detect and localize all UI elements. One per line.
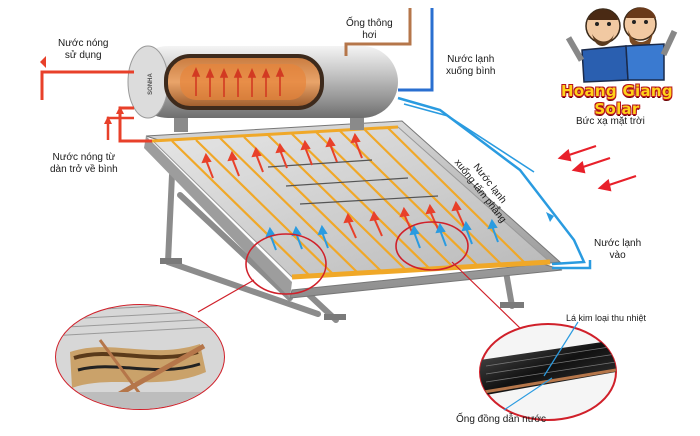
- label-absorber-plate: Lá kim loại thu nhiệt: [566, 313, 647, 323]
- storage-tank: [127, 45, 398, 119]
- brand-logo: Hoang Giang Solar: [561, 82, 673, 118]
- support-stand: [165, 172, 515, 323]
- detail-marker-right: [395, 221, 469, 271]
- leader-right: [451, 261, 521, 329]
- hot-outlet-pipe: [40, 70, 134, 100]
- hot-outlet-arrow-head: [40, 56, 46, 68]
- panel-side: [144, 136, 292, 298]
- detail-marker-left: [245, 233, 327, 295]
- label-cold-in: Nước lạnh vào: [594, 238, 642, 261]
- leader-left: [197, 279, 255, 313]
- label-hot-water-use: Nước nóng sử dụng: [58, 38, 109, 61]
- cold-side-line: [403, 103, 535, 173]
- stand-feet: [160, 258, 524, 320]
- hot-flow-arrows: [201, 132, 465, 239]
- label-vent-pipe: Ống thông hơi: [346, 18, 393, 41]
- label-copper-pipe: Ống đồng dẫn nước: [456, 414, 546, 425]
- riser-tubes: [171, 127, 527, 277]
- mascot-illustration: [565, 7, 678, 83]
- label-hot-return: Nước nóng từ dàn trở về bình: [50, 152, 118, 175]
- cold-in-pipe: [552, 260, 592, 270]
- detail-inset-left: [55, 304, 225, 410]
- label-solar-radiation: Bức xạ mặt trời: [576, 116, 645, 127]
- tank-heat-arrows: [191, 66, 285, 97]
- tank-logo: SONHA: [148, 73, 154, 95]
- hot-return-arrow-up: [104, 116, 112, 124]
- hot-return-arrow-up-2: [116, 106, 124, 114]
- pipe-leader: [503, 377, 553, 411]
- cold-supply-pipe: [398, 8, 434, 92]
- hot-return-pipe: [118, 106, 152, 143]
- solar-radiation-arrows: [557, 144, 637, 192]
- label-cold-to-tank: Nước lạnh xuống bình: [446, 54, 496, 77]
- detail-inset-right: [479, 323, 617, 421]
- cold-down-arrow: [546, 212, 554, 222]
- absorber-leader: [543, 321, 579, 377]
- cold-down-pipe: [397, 96, 586, 266]
- vent-pipe: [344, 8, 412, 56]
